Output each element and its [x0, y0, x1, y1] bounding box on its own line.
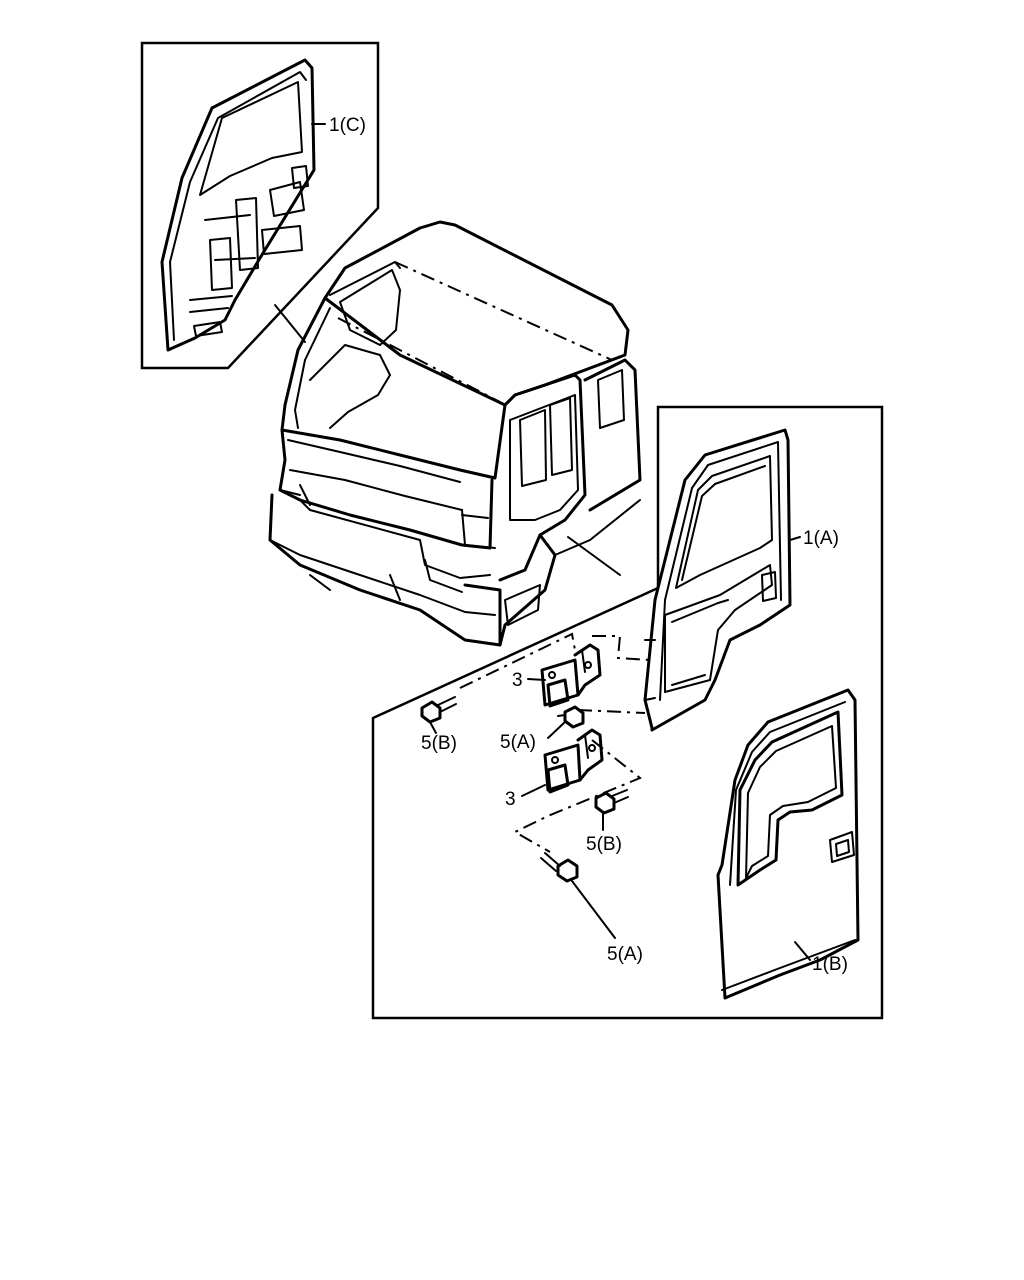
label-1a: 1(A) [803, 528, 839, 549]
door-1b-outer [716, 688, 860, 1000]
inset-door-inner-panel [140, 41, 380, 370]
leader-5b-left [429, 721, 437, 734]
label-5b-right: 5(B) [586, 834, 622, 855]
leader-inset-to-cab [274, 304, 306, 343]
hinge-lower [543, 728, 604, 794]
label-1c: 1(C) [329, 115, 366, 136]
bolt-5b-left [420, 696, 457, 724]
leader-hinge-lower [521, 784, 546, 797]
truck-cab [268, 220, 642, 647]
label-1b: 1(B) [812, 954, 848, 975]
upper-hinge-centerline [459, 632, 651, 689]
label-hinge-upper: 3 [512, 670, 523, 691]
leader-5a-lower [571, 880, 616, 939]
upper-hinge-centerline-2 [577, 709, 646, 714]
label-5a-upper: 5(A) [500, 732, 536, 753]
leader-1b [794, 941, 811, 961]
label-hinge-lower: 3 [505, 789, 516, 810]
leader-cab-to-inset [567, 536, 621, 576]
bolt-5b-right [594, 789, 629, 815]
lower-hinge-centerline [512, 739, 642, 853]
leader-1a [789, 536, 801, 541]
leader-hinge-upper [527, 678, 546, 681]
bolt-5a-lower [540, 852, 579, 883]
label-5b-left: 5(B) [421, 733, 457, 754]
hinge-upper [540, 643, 602, 708]
door-1a-frame [643, 428, 792, 732]
leader-5a-upper [547, 721, 566, 739]
label-5a-lower: 5(A) [607, 944, 643, 965]
